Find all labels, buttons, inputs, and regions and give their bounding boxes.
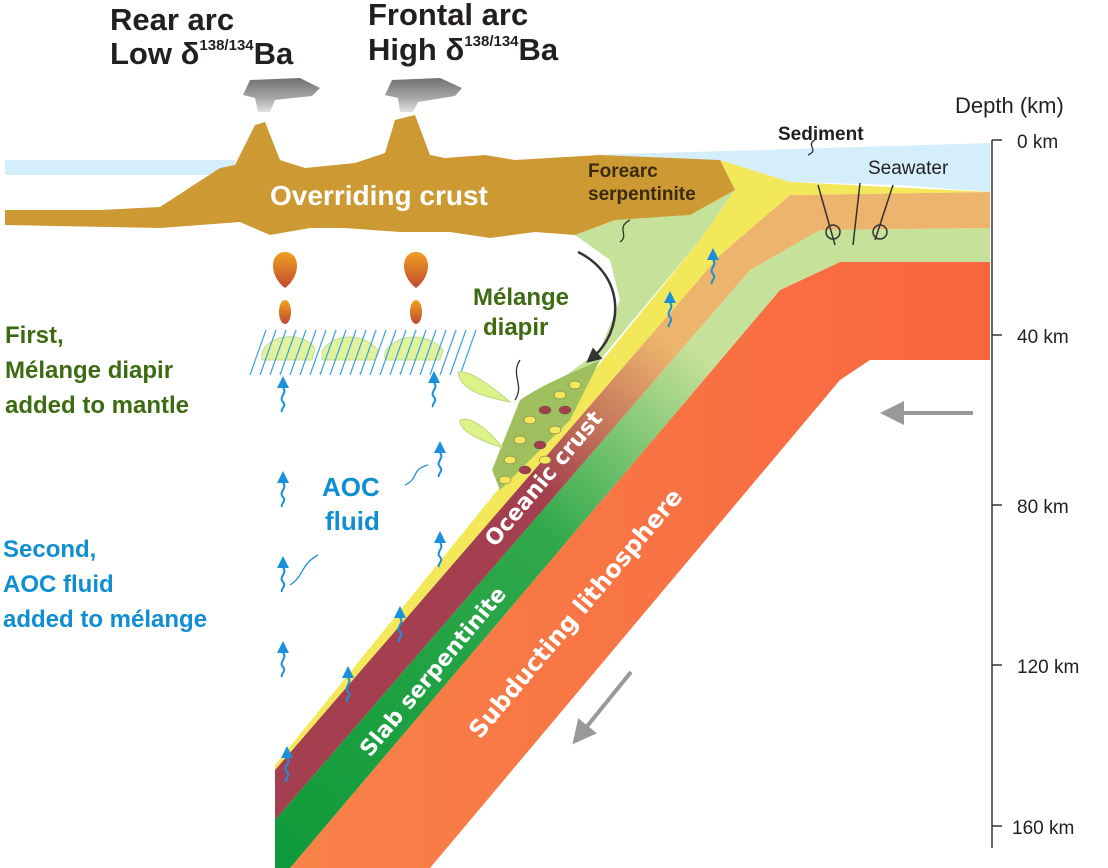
melange-clast xyxy=(538,405,552,415)
sediment-label: Sediment xyxy=(778,124,864,145)
hatch-line xyxy=(449,329,467,376)
melange-diapir-label-1: Mélange xyxy=(473,284,569,311)
hatch-line xyxy=(249,329,267,376)
depth-tick-label: 0 km xyxy=(1017,132,1058,153)
depth-tick-label: 40 km xyxy=(1017,327,1069,348)
melange-clast xyxy=(523,415,537,425)
fluid-arrow-icon xyxy=(427,370,441,408)
fluid-arrow-icon xyxy=(276,470,290,508)
forearc-label-2: serpentinite xyxy=(588,184,696,205)
melange-in-mantle xyxy=(249,329,477,376)
hatch-line xyxy=(379,329,397,376)
hatch-line xyxy=(349,329,367,376)
hatch-line xyxy=(339,329,357,376)
magma-droplet-icon xyxy=(403,252,429,324)
fluid-arrow-icon xyxy=(276,555,290,593)
hatch-line xyxy=(359,329,377,376)
seawater-layer xyxy=(5,143,990,192)
overriding-crust-layer xyxy=(5,115,735,238)
hatch-line xyxy=(319,329,337,376)
melange-clast xyxy=(533,440,547,450)
magma-droplet-icon xyxy=(272,252,298,324)
hatch-line xyxy=(419,329,437,376)
frontal-arc-label: Frontal arc xyxy=(368,0,528,32)
melange-clast xyxy=(553,390,567,400)
hatch-line xyxy=(409,329,427,376)
slab-sinking-arrow-icon xyxy=(572,670,633,745)
hatch-line xyxy=(459,329,477,376)
hatch-line xyxy=(399,329,417,376)
hatch-line xyxy=(329,329,347,376)
hatch-line xyxy=(309,329,327,376)
depth-tick-label: 120 km xyxy=(1017,657,1079,678)
forearc-label-1: Forearc xyxy=(588,161,658,182)
hatch-line xyxy=(439,329,457,376)
diapir-flow-arrow-icon xyxy=(577,250,617,363)
melange-clast xyxy=(498,475,512,485)
depth-tick-label: 80 km xyxy=(1017,497,1069,518)
hatch-line xyxy=(259,329,277,376)
second-step-label-2: AOC fluid xyxy=(3,571,114,598)
first-step-label-3: added to mantle xyxy=(5,392,189,419)
depth-axis-title: Depth (km) xyxy=(955,93,1064,118)
melange-clast xyxy=(568,380,582,390)
frontal-arc-ba-label: High δ138/134Ba xyxy=(368,32,559,67)
melange-clast xyxy=(538,455,552,465)
melange-clast xyxy=(518,465,532,475)
hatch-line xyxy=(389,329,407,376)
melange-clast xyxy=(513,435,527,445)
hatch-line xyxy=(269,329,287,376)
melange-diapir-label-2: diapir xyxy=(483,314,548,341)
depth-axis xyxy=(991,139,1002,848)
fluid-arrow-icon xyxy=(276,375,290,413)
second-step-label-3: added to mélange xyxy=(3,606,207,633)
second-step-label-1: Second, xyxy=(3,536,96,563)
hatch-line xyxy=(289,329,307,376)
fluid-arrow-icon xyxy=(433,440,447,478)
hatch-line xyxy=(369,329,387,376)
first-step-label-2: Mélange diapir xyxy=(5,357,173,384)
aoc-fluid-label-2: fluid xyxy=(325,506,380,536)
normal-faults xyxy=(817,182,894,246)
melange-clast xyxy=(503,455,517,465)
first-step-label-1: First, xyxy=(5,322,64,349)
rear-arc-plume-icon xyxy=(243,78,320,112)
aoc-fluid-label-1: AOC xyxy=(322,472,380,502)
melange-clast xyxy=(548,425,562,435)
melange-diapir-body xyxy=(457,360,600,490)
hatch-line xyxy=(299,329,317,376)
rear-arc-ba-label: Low δ138/134Ba xyxy=(110,36,294,71)
rear-arc-label: Rear arc xyxy=(110,2,234,37)
frontal-arc-plume-icon xyxy=(385,78,462,112)
leader-lines xyxy=(514,139,816,401)
hatch-line xyxy=(429,329,447,376)
seawater-label: Seawater xyxy=(868,158,949,179)
fluid-arrow-icon xyxy=(276,640,290,678)
melange-clast xyxy=(558,405,572,415)
subducting-lithosphere-layer xyxy=(290,262,990,868)
overriding-crust-label: Overriding crust xyxy=(270,180,488,211)
hatch-line xyxy=(279,329,297,376)
depth-tick-label: 160 km xyxy=(1012,818,1074,839)
